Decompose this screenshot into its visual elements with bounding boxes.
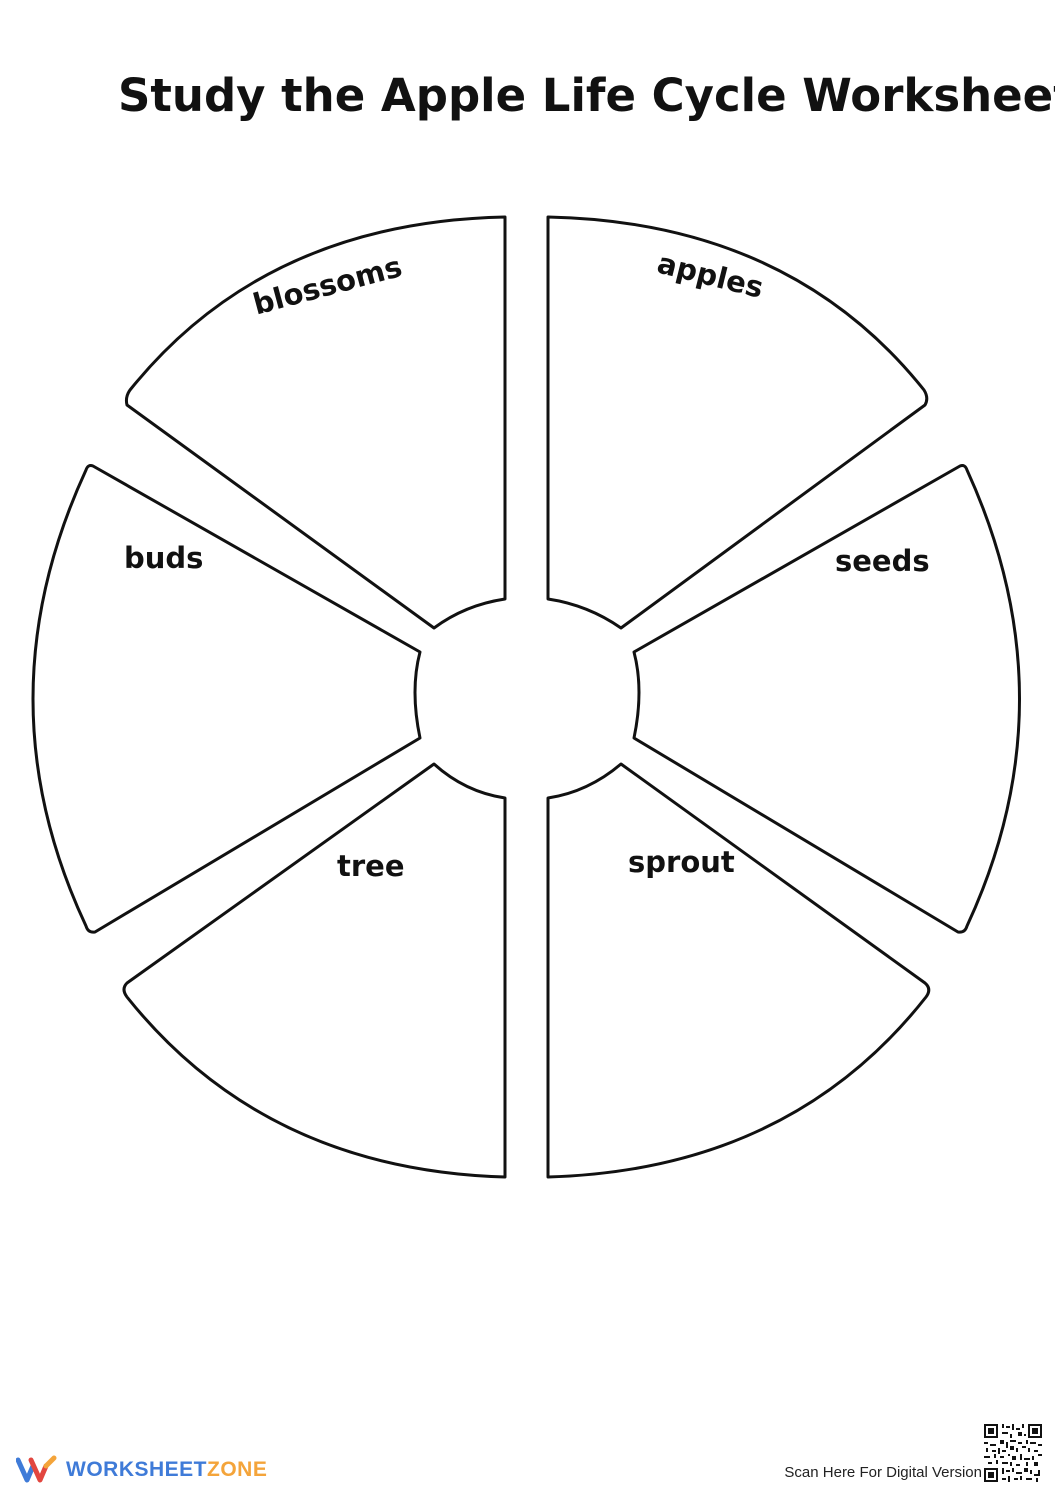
label-sprout: sprout [628,845,735,879]
wedge-apples[interactable] [546,215,929,630]
wedge-seeds[interactable] [632,464,1021,934]
label-tree: tree [337,849,405,883]
label-buds: buds [124,541,203,575]
wedge-sprout[interactable] [546,762,931,1179]
worksheetzone-logo-icon [16,1455,57,1483]
brand-name-part-a: WORKSHEET [66,1458,207,1481]
scan-caption: Scan Here For Digital Version [784,1464,982,1481]
qr-code-icon[interactable] [984,1424,1042,1482]
brand-name-part-b: ZONE [207,1458,268,1481]
footer-brand[interactable]: WORKSHEETZONE [16,1452,267,1488]
page-title: Study the Apple Life Cycle Worksheet [118,69,1055,122]
wedge-buds[interactable] [31,464,422,934]
brand-name: WORKSHEETZONE [66,1458,267,1482]
wedge-tree[interactable] [122,762,507,1179]
label-seeds: seeds [835,544,930,578]
wedge-blossoms[interactable] [124,215,507,630]
